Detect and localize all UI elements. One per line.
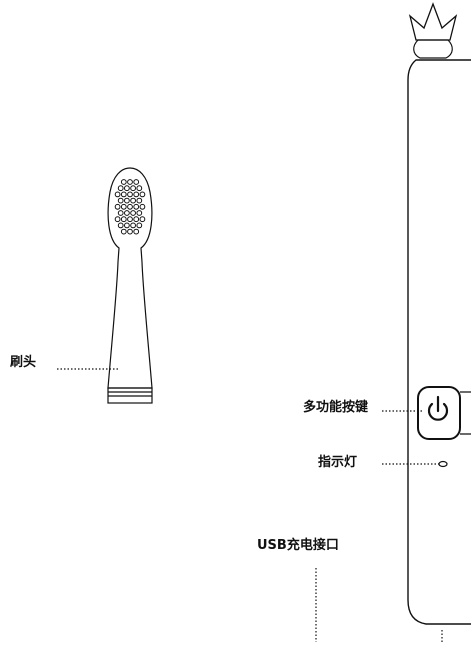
power-icon	[427, 395, 449, 421]
bristle-dot	[136, 210, 143, 216]
bristle-dot	[130, 197, 137, 204]
crown-base	[413, 39, 453, 59]
bristle-dot	[127, 228, 133, 235]
bristle-dot	[127, 191, 133, 198]
bristle-dot	[133, 203, 140, 210]
toothbrush-handle	[407, 2, 471, 642]
indicator-light-label: 指示灯	[318, 455, 358, 470]
bristle-dot	[127, 203, 133, 210]
bristle-dot	[136, 222, 143, 229]
usb-port-label: USB充电接口	[257, 538, 339, 553]
bristle-dot	[127, 179, 133, 185]
bristle-dot	[117, 222, 124, 229]
bristle-dot	[124, 185, 130, 192]
bristle-dot	[139, 203, 146, 210]
bristle-dot	[136, 185, 143, 192]
bristle-dot	[124, 222, 130, 229]
crown-icon	[408, 2, 458, 41]
leader-lines	[57, 368, 439, 642]
handle-body	[407, 59, 471, 625]
bristle-dots	[114, 179, 146, 235]
bristle-dot	[117, 185, 124, 192]
multi-function-button-label: 多功能按键	[303, 400, 369, 415]
bristle-dot	[130, 222, 137, 229]
bristle-dot	[114, 191, 121, 198]
bristle-dot	[130, 210, 137, 216]
button-side-notch	[460, 391, 471, 435]
bristle-dot	[124, 197, 130, 204]
bristle-dot	[127, 216, 133, 223]
bristle-dot	[117, 197, 124, 204]
bristle-dot	[120, 203, 127, 210]
bristle-dot	[120, 179, 127, 185]
bristle-dot	[133, 191, 140, 198]
bristle-dot	[139, 216, 146, 223]
bristle-dot	[124, 210, 130, 216]
brush-head	[107, 167, 153, 404]
indicator-light-icon	[438, 460, 448, 468]
bristle-dot	[133, 228, 140, 235]
bristle-dot	[133, 216, 140, 223]
bristle-dot	[130, 185, 137, 192]
brush-head-label: 刷头	[10, 355, 37, 370]
bristle-dot	[117, 210, 124, 216]
brush-head-body	[107, 167, 153, 389]
bristle-dot	[114, 203, 121, 210]
multi-function-button[interactable]	[417, 386, 461, 440]
bristle-dot	[120, 216, 127, 223]
bristle-dot	[120, 228, 127, 235]
bristle-dot	[114, 216, 121, 223]
bristle-dot	[133, 179, 140, 185]
bristle-dot	[136, 197, 143, 204]
bristle-dot	[120, 191, 127, 198]
bristle-dot	[139, 191, 146, 198]
